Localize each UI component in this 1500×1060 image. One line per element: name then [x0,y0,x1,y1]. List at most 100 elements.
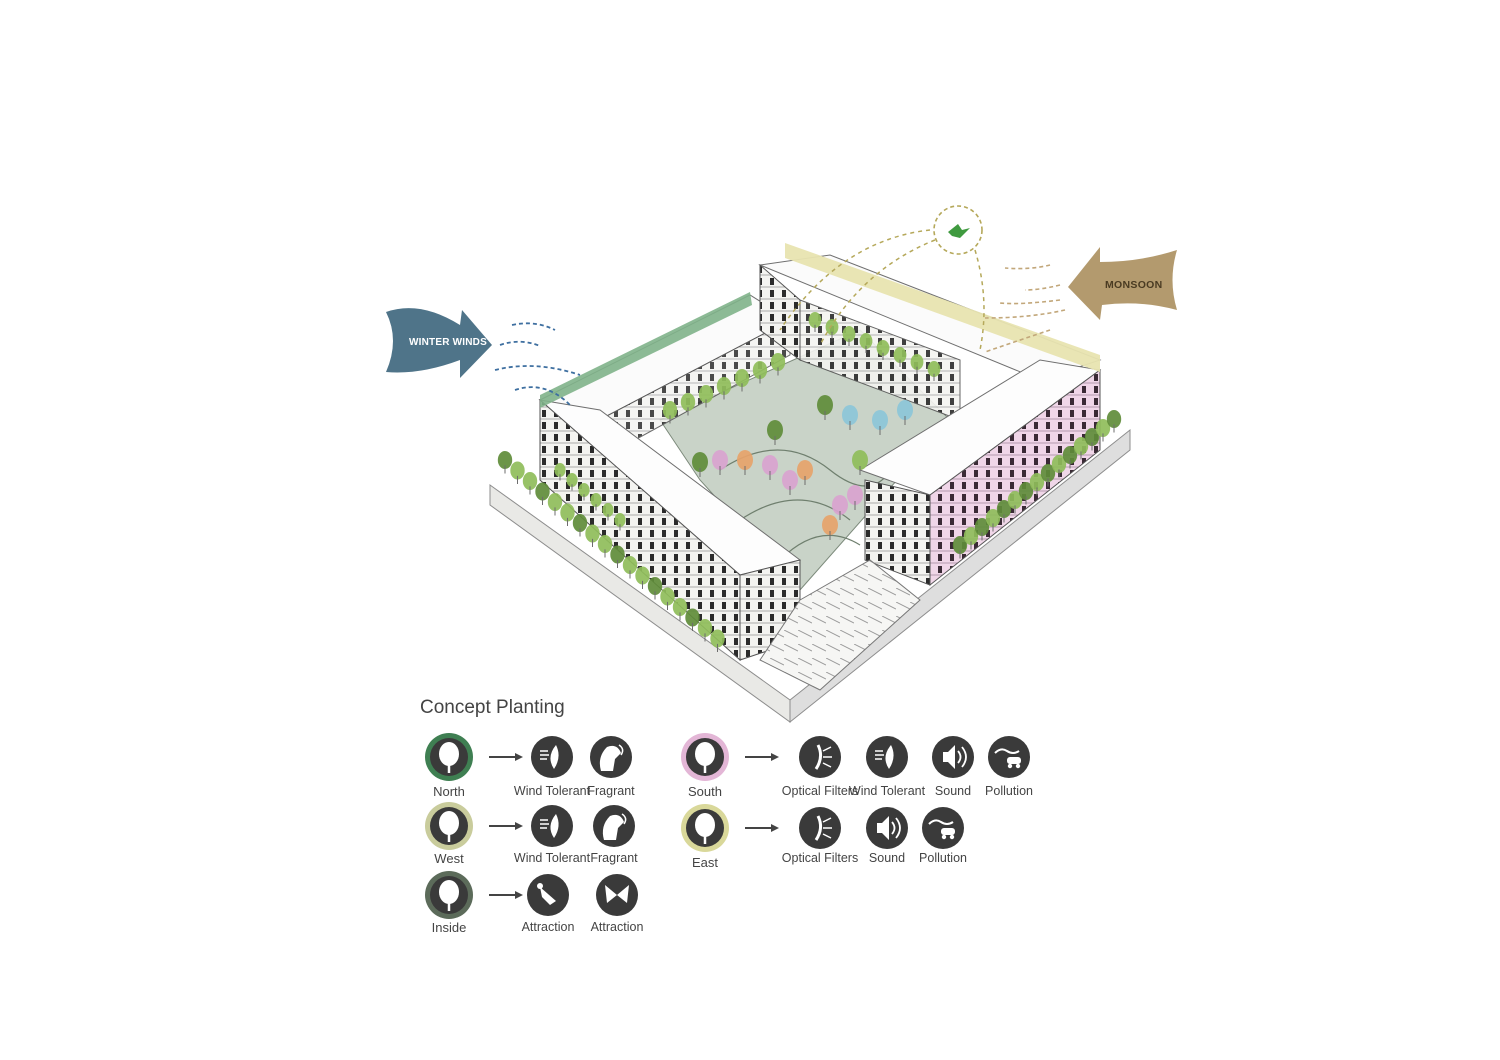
tree-south-icon [681,733,729,781]
fragrant-face-icon [590,736,632,778]
car-exhaust-icon [922,807,964,849]
tree [897,400,913,425]
wind-leaf-icon [866,736,908,778]
tree [1106,410,1122,433]
tree [602,503,614,521]
speaker-icon [932,736,974,778]
tree [1007,491,1023,514]
tree [927,361,941,381]
optical-filter-icon [799,807,841,849]
tree [808,312,822,332]
winter-winds-label: WINTER WINDS [409,337,487,348]
tree [1018,482,1034,505]
tree [497,451,513,474]
tree [822,515,838,540]
tree [685,608,700,631]
legend-label: North [433,784,465,799]
bird-flight-paths [779,229,985,351]
tree [554,463,566,481]
tree [710,629,725,652]
tree [832,495,848,520]
bird-icon [527,874,569,916]
tree [842,405,858,430]
arrow-icon [745,753,779,761]
arrow-icon [489,891,523,899]
tree [566,473,578,491]
tree [672,598,688,621]
legend-label: Attraction [590,920,644,934]
fragrant-face-icon [593,805,635,847]
tree [635,566,650,589]
tree [847,485,863,510]
tree [974,518,990,541]
tree [590,493,602,511]
optical-filter-icon [799,736,841,778]
legend-label: Attraction [521,920,575,934]
tree-inside-icon [425,871,473,919]
tree [752,361,768,384]
north-green-wall [540,292,752,408]
legend-label: Wind Tolerant [513,851,591,865]
legend-label: Fragrant [587,784,635,798]
wind-leaf-icon [531,736,573,778]
legend-label: Fragrant [590,851,638,865]
tree [1062,446,1078,469]
tree [1029,473,1045,496]
tree [647,577,663,600]
legend-label: Optical Filters [781,851,859,865]
bird-icon [948,224,970,238]
tree [585,524,600,547]
tree [782,470,798,495]
tree [872,410,888,435]
tree [817,395,833,420]
tree [734,369,750,392]
tree [762,455,778,480]
tree [952,536,968,559]
winter-wind-streams [494,322,581,406]
tree [662,401,678,424]
tree [572,514,588,537]
tree [842,326,856,346]
legend-label: West [434,851,464,866]
tree [985,509,1001,532]
tree [535,482,550,505]
tree [698,385,714,408]
bird-circle [933,205,983,255]
arrow-icon [489,753,523,761]
tree [737,450,753,475]
legend-label: Wind Tolerant [848,784,926,798]
tree [770,353,786,376]
tree [859,333,873,353]
tree [996,500,1012,523]
tree [712,450,728,475]
tree-east-icon [681,804,729,852]
tree [610,545,625,568]
tree [692,452,708,477]
tree [597,535,613,558]
monsoon-arrow [1068,247,1177,320]
tree [680,393,696,416]
tree [560,503,575,526]
legend-label: Pollution [919,851,967,865]
tree [622,556,638,579]
arrow-icon [489,822,523,830]
tree [797,460,813,485]
legend-label: East [691,855,719,870]
tree [547,493,563,516]
legend-label: South [688,784,722,799]
tree-west-icon [425,802,473,850]
tree-north-icon [425,733,473,781]
wind-leaf-icon [531,805,573,847]
butterfly-icon [596,874,638,916]
tree [767,420,783,445]
tree [578,483,590,501]
legend-label: Wind Tolerant [513,784,591,798]
parking-ramp [759,559,921,691]
legend-label: Pollution [985,784,1033,798]
tree [697,619,713,642]
